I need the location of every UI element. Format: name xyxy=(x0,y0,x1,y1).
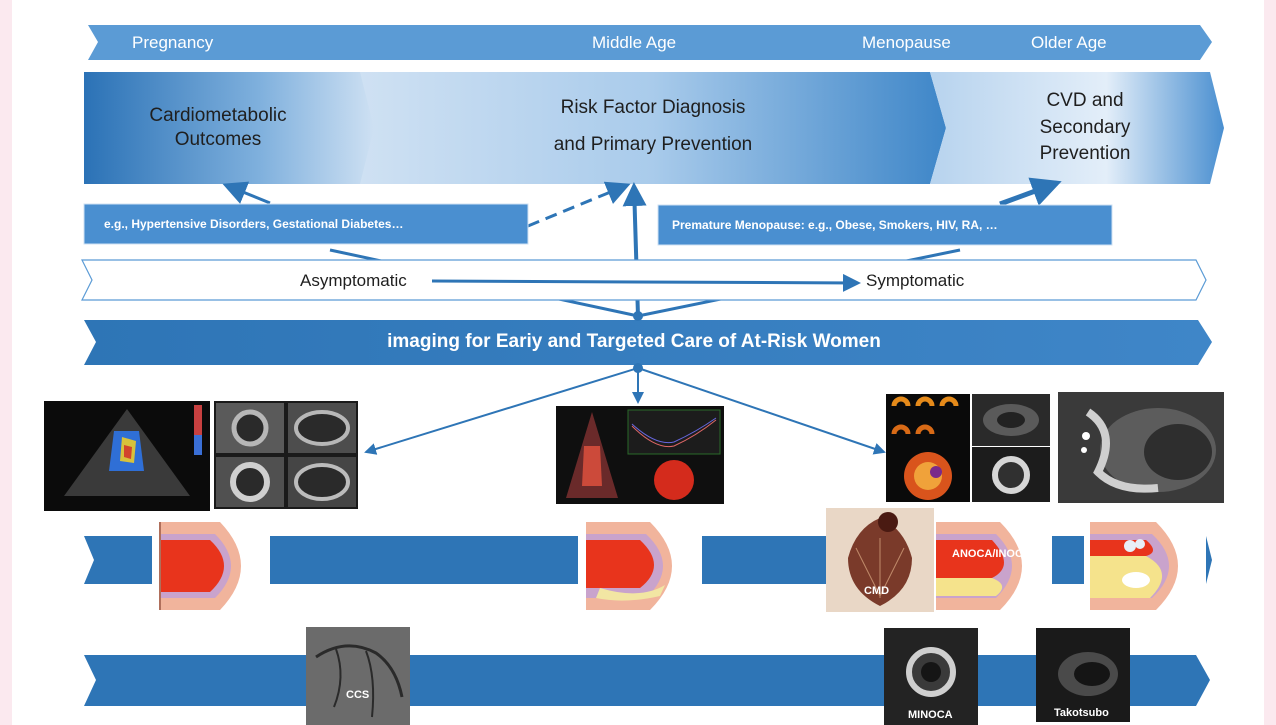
phase-risk-line2: and Primary Prevention xyxy=(553,134,753,155)
imaging-banner xyxy=(84,320,1212,365)
phase-risk-line1: Risk Factor Diagnosis xyxy=(560,97,746,118)
phase-cvd-line2: Secondary xyxy=(1039,117,1131,138)
phase-cvd-line3: Prevention xyxy=(1039,143,1131,164)
example-menopause-text: Premature Menopause: e.g., Obese, Smoker… xyxy=(672,218,998,232)
artery-advanced-plaque xyxy=(1084,516,1206,616)
takotsubo-image: Takotsubo xyxy=(1036,628,1130,722)
arrow-to-cardiometabolic xyxy=(222,181,271,205)
cmr-grid-image xyxy=(214,401,358,509)
takotsubo-label: Takotsubo xyxy=(1054,707,1109,719)
stage-menopause: Menopause xyxy=(862,33,951,52)
phase-cardiometabolic-label: Cardiometabolic Outcomes xyxy=(149,105,287,150)
timeline-band xyxy=(88,25,1212,60)
artery-anoca xyxy=(930,516,1052,616)
anoca-label: ANOCA/INOCA xyxy=(952,548,1031,560)
example-box-pregnancy xyxy=(83,203,529,245)
cmr-image-bottom xyxy=(972,447,1050,502)
arrow-to-nuclear xyxy=(637,367,886,455)
stage-middle-age: Middle Age xyxy=(592,33,677,52)
example-pregnancy-text: e.g., Hypertensive Disorders, Gestationa… xyxy=(104,217,404,231)
artery-early-plaque xyxy=(578,516,702,616)
symptom-arrow xyxy=(431,273,861,292)
echo-doppler-image xyxy=(44,401,210,511)
arrow-dashed-to-risk xyxy=(527,181,631,228)
symptom-band xyxy=(81,259,1207,301)
phase-cardiometabolic xyxy=(84,72,376,184)
strain-echo-image xyxy=(556,406,724,504)
asymptomatic-label: Asymptomatic xyxy=(300,271,407,290)
symptomatic-label: Symptomatic xyxy=(866,271,965,290)
artery-healthy xyxy=(152,516,270,616)
nuclear-perfusion-image xyxy=(886,394,970,502)
minoca-label: MINOCA xyxy=(908,709,953,721)
cmd-label: CMD xyxy=(864,585,890,597)
imaging-banner-title: imaging for Eariy and Targeted Care of A… xyxy=(387,331,881,352)
phase-risk-factor xyxy=(360,72,946,184)
ct-angiography-image xyxy=(1058,392,1224,503)
phase-cvd-line1: CVD and xyxy=(1046,90,1124,111)
arrow-to-cvd xyxy=(999,177,1062,207)
stage-older-age: Older Age xyxy=(1031,33,1107,52)
cmd-image: CMD xyxy=(826,508,934,612)
arrow-to-echo xyxy=(364,367,639,455)
cmr-image-top xyxy=(972,394,1050,446)
hub-node xyxy=(633,311,643,321)
minoca-image: MINOCA xyxy=(884,628,978,725)
ccs-label: CCS xyxy=(346,689,370,701)
example-box-menopause xyxy=(657,204,1113,246)
phase-cvd xyxy=(930,72,1224,184)
ccs-angiogram-image: CCS xyxy=(306,627,410,725)
stage-pregnancy: Pregnancy xyxy=(132,33,214,52)
